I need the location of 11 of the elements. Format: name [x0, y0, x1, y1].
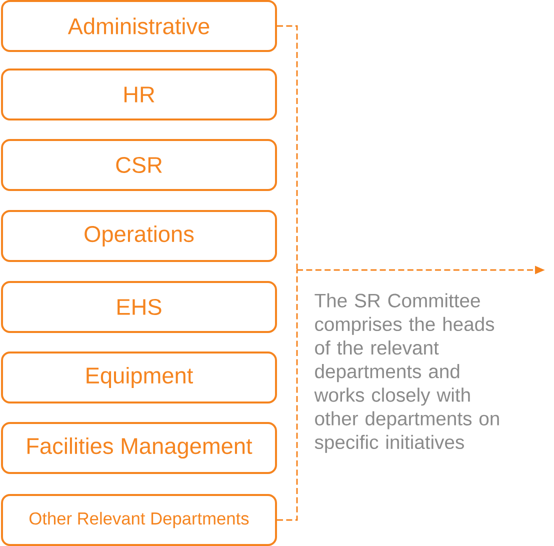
department-box: Administrative — [1, 0, 277, 52]
department-box: Operations — [1, 210, 277, 262]
department-box: Facilities Management — [1, 422, 277, 474]
department-box: HR — [1, 68, 277, 120]
connector-line — [277, 25, 298, 270]
department-box: Equipment — [1, 352, 277, 404]
connector-line — [277, 270, 298, 521]
description-text: The SR Committee comprises the heads of the relevant departments and works closely with other departments on specific initiatives — [314, 293, 499, 453]
department-box: Other Relevant Departments — [1, 494, 277, 546]
department-box: EHS — [1, 281, 277, 333]
department-box: CSR — [1, 139, 277, 191]
